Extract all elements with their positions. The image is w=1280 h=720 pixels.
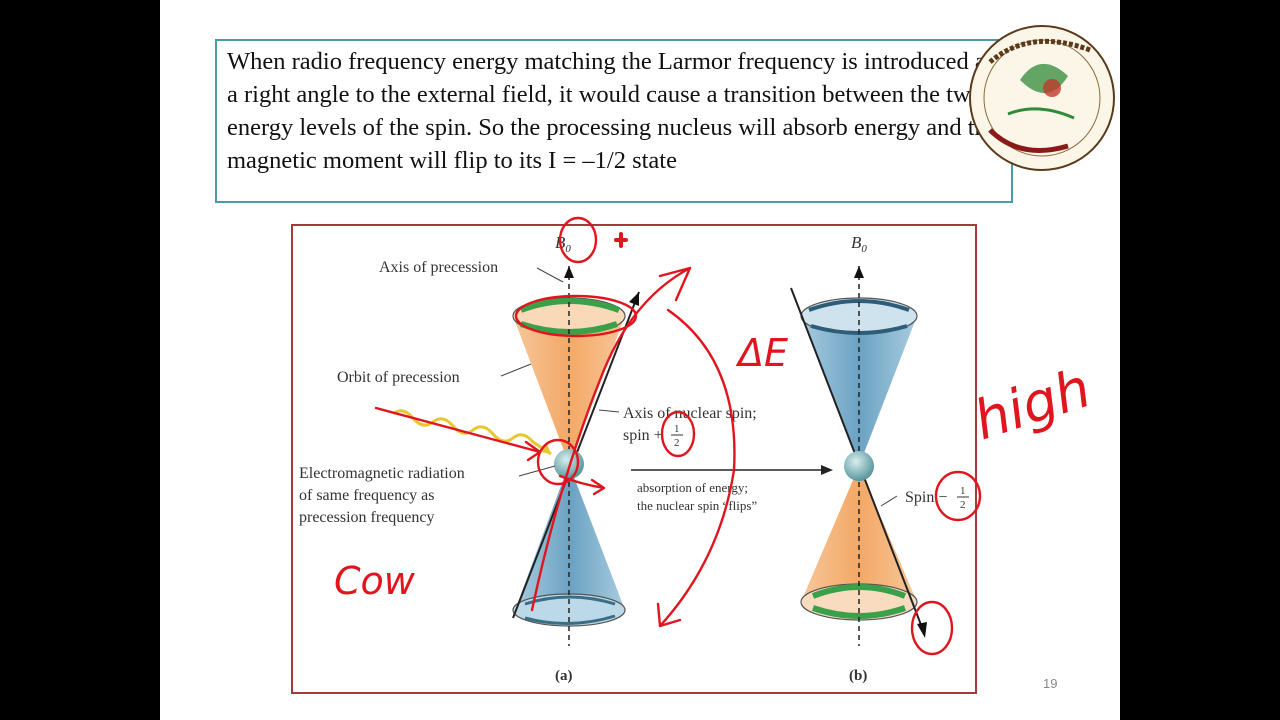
em-radiation-wave [392, 409, 552, 456]
panel-b-diagram [790, 266, 927, 646]
label-em-line2: of same frequency as [299, 487, 435, 504]
slide-paragraph: When radio frequency energy matching the… [227, 48, 998, 174]
panel-a-label: (a) [555, 668, 573, 684]
nucleus-a [554, 449, 584, 479]
page-number: 19 [1043, 676, 1058, 691]
nmr-spin-figure: B0 B0 Axis of precession Orbit of preces… [291, 224, 977, 694]
university-logo [969, 25, 1115, 171]
label-axis-of-nuclear-spin: Axis of nuclear spin; [623, 405, 757, 422]
b0-label-b: B0 [851, 233, 867, 255]
spin-minus-half-den: 2 [960, 499, 966, 511]
upper-cone-b [801, 316, 917, 466]
nucleus-b [844, 451, 874, 481]
label-absorption-line1: absorption of energy; [637, 480, 748, 495]
label-em-line1: Electromagnetic radiation [299, 465, 465, 482]
b0-label-a: B0 [555, 233, 571, 255]
panel-b-label: (b) [849, 668, 867, 684]
label-axis-of-precession: Axis of precession [379, 259, 498, 276]
label-orbit-of-precession: Orbit of precession [337, 369, 460, 386]
slide: When radio frequency energy matching the… [160, 0, 1120, 720]
spin-minus-half-num: 1 [960, 485, 966, 497]
spin-plus-half-num: 1 [674, 423, 680, 435]
slide-text-box: When radio frequency energy matching the… [215, 39, 1013, 203]
label-spin-minus: Spin − [905, 489, 947, 506]
spin-plus-half-den: 2 [674, 437, 680, 449]
panel-a-diagram [392, 266, 640, 646]
label-absorption-line2: the nuclear spin “flips” [637, 498, 757, 513]
figure-svg: B0 B0 Axis of precession Orbit of preces… [299, 233, 969, 684]
label-em-line3: precession frequency [299, 509, 435, 526]
ink-high: high [967, 356, 1098, 452]
label-spin-plus: spin + [623, 427, 663, 444]
